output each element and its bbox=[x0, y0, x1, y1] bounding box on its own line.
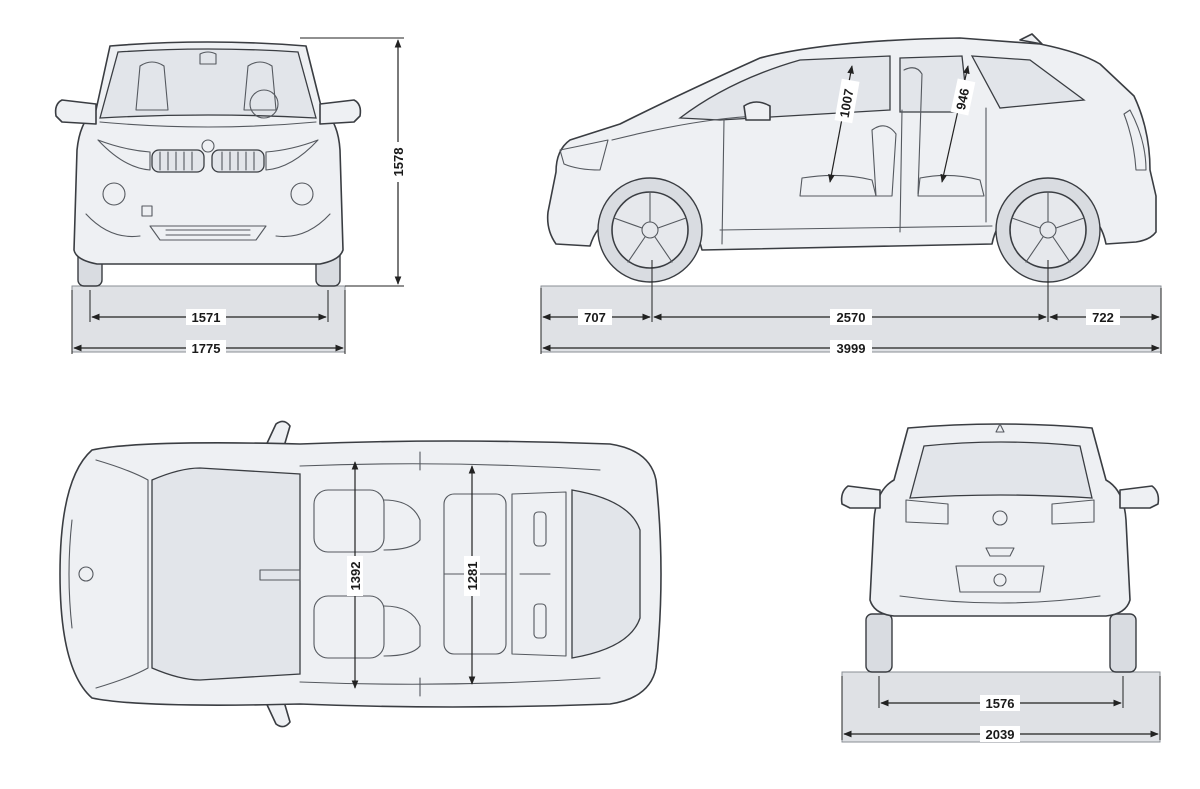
top-view-dimensions: 1392 1281 bbox=[347, 461, 480, 689]
dim-front-interior-width: 1392 bbox=[348, 562, 363, 591]
dim-rear-door-opening: 946 bbox=[953, 87, 972, 111]
dim-rear-interior-width: 1281 bbox=[465, 562, 480, 591]
front-view-dimensions: 1571 1775 1578 bbox=[71, 37, 406, 356]
dim-front-door-opening: 1007 bbox=[837, 88, 857, 119]
dim-wheelbase: 2570 bbox=[837, 310, 866, 325]
rear-view bbox=[840, 423, 1161, 743]
front-view bbox=[54, 41, 362, 353]
dim-front-overhang: 707 bbox=[584, 310, 606, 325]
dim-rear-overhang: 722 bbox=[1092, 310, 1114, 325]
dim-front-track: 1571 bbox=[192, 310, 221, 325]
dim-overall-height: 1578 bbox=[391, 148, 406, 177]
side-view-dimensions: 1007 946 707 2570 722 3999 bbox=[540, 78, 1162, 356]
dim-overall-width-mirrors: 2039 bbox=[986, 727, 1015, 742]
dim-overall-length: 3999 bbox=[837, 341, 866, 356]
dim-overall-width: 1775 bbox=[192, 341, 221, 356]
rear-view-dimensions: 1576 2039 bbox=[841, 676, 1161, 742]
dim-rear-track: 1576 bbox=[986, 696, 1015, 711]
